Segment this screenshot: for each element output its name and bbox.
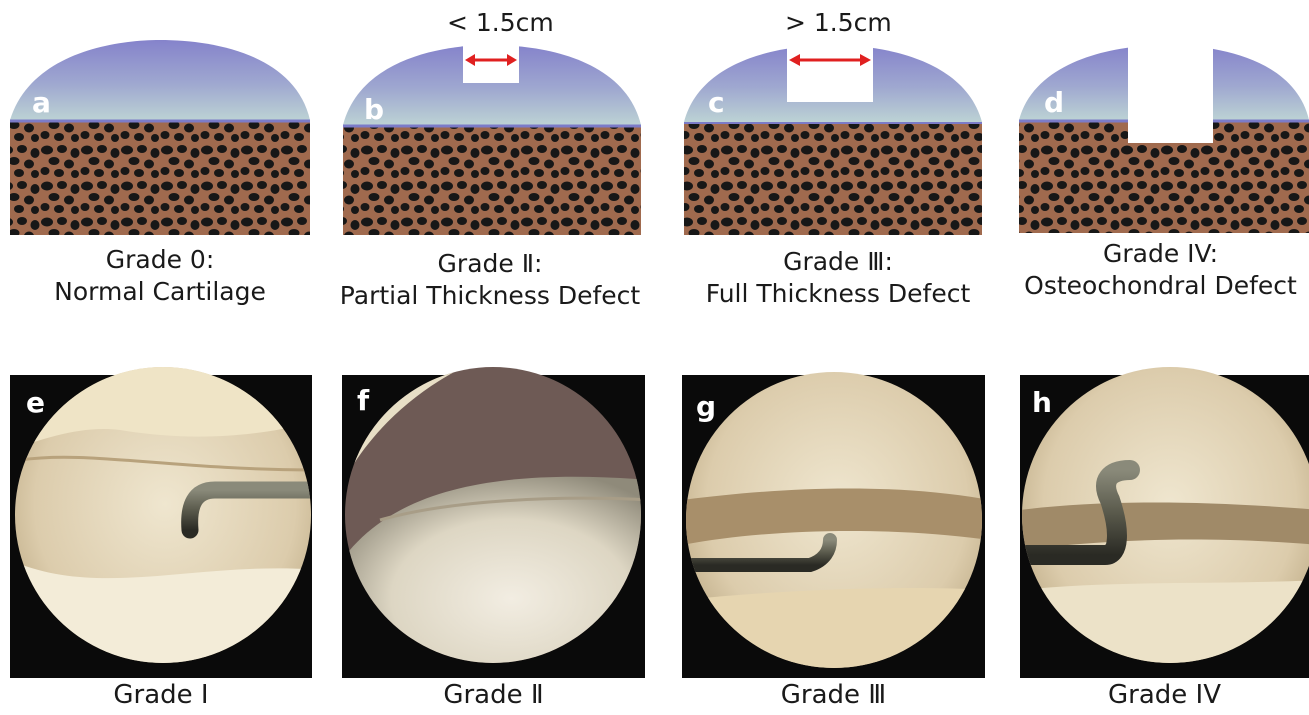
caption-d-title: Grade IV: [1012,238,1309,270]
photo-f [342,360,652,680]
schematic-b [343,40,641,235]
photo-g [682,360,992,680]
caption-a-title: Grade 0: [0,244,320,276]
caption-b: Grade Ⅱ: Partial Thickness Defect [330,248,650,312]
photo-e [10,360,320,680]
panel-letter-a: a [32,86,51,119]
schematic-a [10,40,310,235]
caption-c-title: Grade Ⅲ: [678,246,998,278]
photo-letter-f: f [357,384,369,417]
photo-caption-g: Grade Ⅲ [682,680,985,710]
panel-letter-d: d [1044,86,1064,119]
caption-d-subtitle: Osteochondral Defect [1012,270,1309,302]
photo-caption-h: Grade IV [1020,680,1309,710]
caption-b-title: Grade Ⅱ: [330,248,650,280]
schematic-d [1019,40,1309,233]
photo-h [1020,360,1309,680]
caption-a: Grade 0: Normal Cartilage [0,244,320,308]
photo-caption-f: Grade Ⅱ [342,680,645,710]
panel-letter-b: b [364,93,384,126]
caption-b-subtitle: Partial Thickness Defect [330,280,650,312]
photo-letter-g: g [696,390,716,423]
dimension-label-b: < 1.5cm [447,8,554,37]
dimension-label-c: > 1.5cm [785,8,892,37]
caption-c-subtitle: Full Thickness Defect [678,278,998,310]
panel-letter-c: c [708,86,725,119]
photo-letter-h: h [1032,386,1052,419]
photo-caption-e: Grade Ⅰ [10,680,312,710]
photo-letter-e: e [26,386,45,419]
caption-a-subtitle: Normal Cartilage [0,276,320,308]
schematic-c [684,40,982,235]
caption-c: Grade Ⅲ: Full Thickness Defect [678,246,998,310]
caption-d: Grade IV: Osteochondral Defect [1012,238,1309,302]
